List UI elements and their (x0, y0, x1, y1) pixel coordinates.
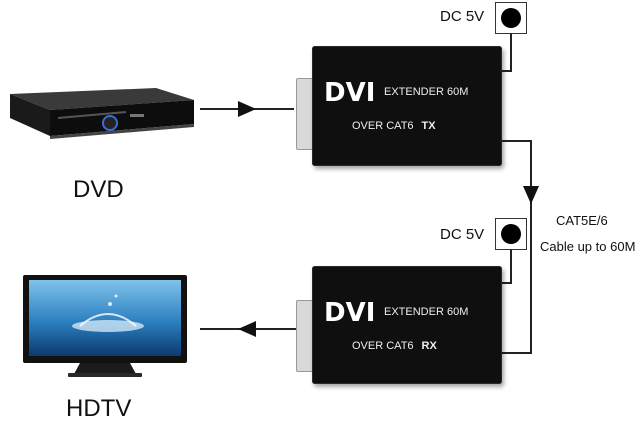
hdtv-label: HDTV (66, 395, 132, 422)
rx-power-plug-icon (495, 218, 527, 250)
rx-model: EXTENDER 60M (384, 306, 469, 318)
rx-power-wire-h (500, 282, 512, 284)
cable-vertical (530, 140, 532, 354)
tx-power-wire-h (500, 70, 512, 72)
dvd-label: DVD (73, 176, 124, 203)
cable-type: CAT5E/6 (556, 213, 608, 228)
rx-extender-box: DVI EXTENDER 60M OVER CAT6 RX (312, 266, 502, 384)
tx-model: EXTENDER 60M (384, 86, 469, 98)
tx-brand: DVI (324, 78, 376, 108)
arrowhead-right-icon (238, 101, 256, 122)
tx-mode: TX (421, 120, 436, 132)
dvd-player-icon (6, 78, 196, 152)
tx-power-wire (510, 33, 512, 71)
tx-cable-type: OVER CAT6 (352, 120, 414, 132)
rx-brand: DVI (324, 298, 376, 328)
rx-mode: RX (421, 340, 437, 352)
cable-rx-in (500, 352, 532, 354)
tx-cable-line: OVER CAT6 TX (352, 120, 436, 132)
rx-power-label: DC 5V (440, 226, 485, 243)
tx-power-plug-icon (495, 2, 527, 34)
tx-extender-box: DVI EXTENDER 60M OVER CAT6 TX (312, 46, 502, 166)
arrowhead-left-icon (238, 321, 256, 342)
tx-power-label: DC 5V (440, 8, 485, 25)
rx-power-wire (510, 249, 512, 283)
hdtv-icon (20, 272, 190, 380)
cable-length: Cable up to 60M (540, 239, 636, 254)
rx-cable-line: OVER CAT6 RX (352, 340, 437, 352)
arrowhead-down-icon (523, 186, 539, 209)
rx-cable-type: OVER CAT6 (352, 340, 414, 352)
cable-tx-out (500, 140, 532, 142)
cable-info: CAT5E/6 Cable up to 60M (540, 208, 635, 260)
